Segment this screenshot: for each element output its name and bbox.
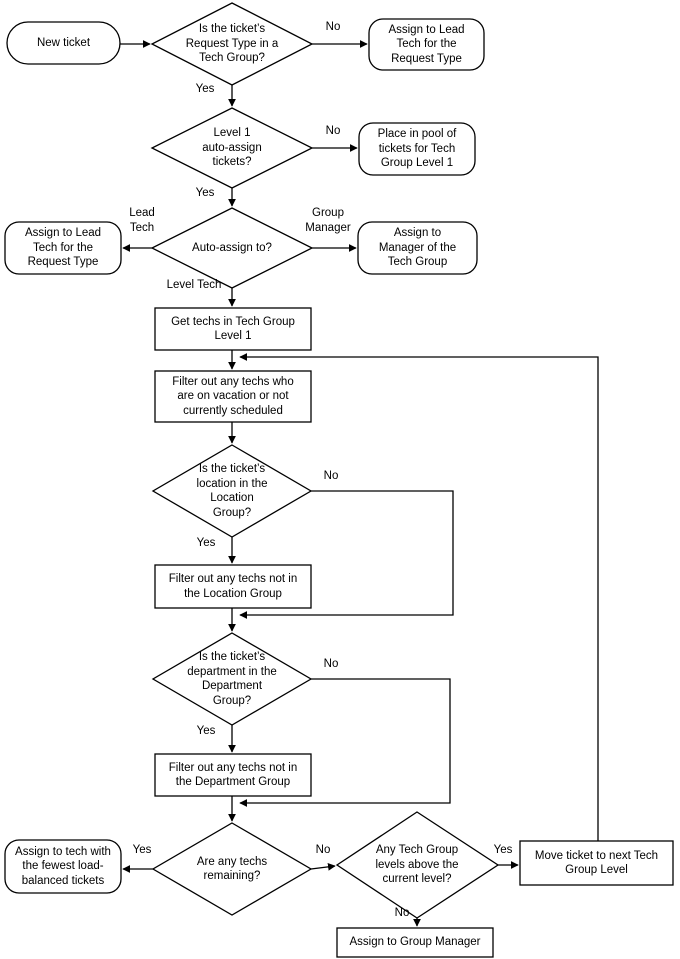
edge-label-level1-no: No — [325, 125, 341, 137]
edge-label-location-yes: Yes — [196, 537, 216, 549]
edge-label-department-yes: Yes — [196, 725, 216, 737]
shape-assign-fewest[interactable] — [4, 839, 122, 894]
shape-d-department[interactable] — [151, 632, 313, 726]
connector-department-no-bypass — [239, 678, 451, 807]
shape-d-level1-autoassign[interactable] — [150, 107, 314, 189]
shape-place-in-pool[interactable] — [358, 122, 476, 176]
connector-remaining-no — [310, 863, 336, 871]
edge-label-autoassign-lead-tech: Lead Tech — [129, 207, 155, 234]
shape-assign-group-manager[interactable] — [336, 927, 494, 958]
shape-d-request-type[interactable] — [150, 2, 314, 86]
edge-label-department-no: No — [323, 658, 339, 670]
shape-filter-vacation[interactable] — [154, 370, 312, 423]
shape-d-higher-levels[interactable] — [335, 811, 500, 919]
shape-filter-location[interactable] — [154, 564, 312, 609]
shape-get-techs[interactable] — [154, 307, 312, 351]
shape-assign-lead-tech-top[interactable] — [368, 18, 485, 71]
shape-filter-department[interactable] — [154, 753, 312, 797]
edge-label-remaining-no: No — [315, 844, 331, 856]
edge-label-higher-yes: Yes — [493, 844, 513, 856]
connector-location-no-bypass — [239, 490, 454, 619]
edge-label-location-no: No — [323, 470, 339, 482]
edge-label-request-type-no: No — [325, 21, 341, 33]
edge-label-autoassign-level-tech: Level Tech — [166, 279, 222, 291]
edge-label-remaining-yes: Yes — [132, 844, 152, 856]
connector-feedback-loop — [239, 353, 599, 841]
shape-new-ticket[interactable] — [6, 21, 121, 65]
shape-d-autoassign-to[interactable] — [150, 207, 314, 289]
shape-assign-lead-tech-left[interactable] — [4, 221, 122, 275]
shape-d-location[interactable] — [151, 444, 313, 538]
shape-d-techs-remaining[interactable] — [151, 822, 313, 916]
edge-label-autoassign-group-manager: Group Manager — [305, 207, 351, 234]
shape-move-next-level[interactable] — [519, 840, 674, 886]
shape-assign-manager[interactable] — [357, 221, 478, 275]
edge-label-higher-no: No — [394, 907, 410, 919]
edge-label-request-type-yes: Yes — [195, 83, 215, 95]
edge-label-level1-yes: Yes — [195, 187, 215, 199]
